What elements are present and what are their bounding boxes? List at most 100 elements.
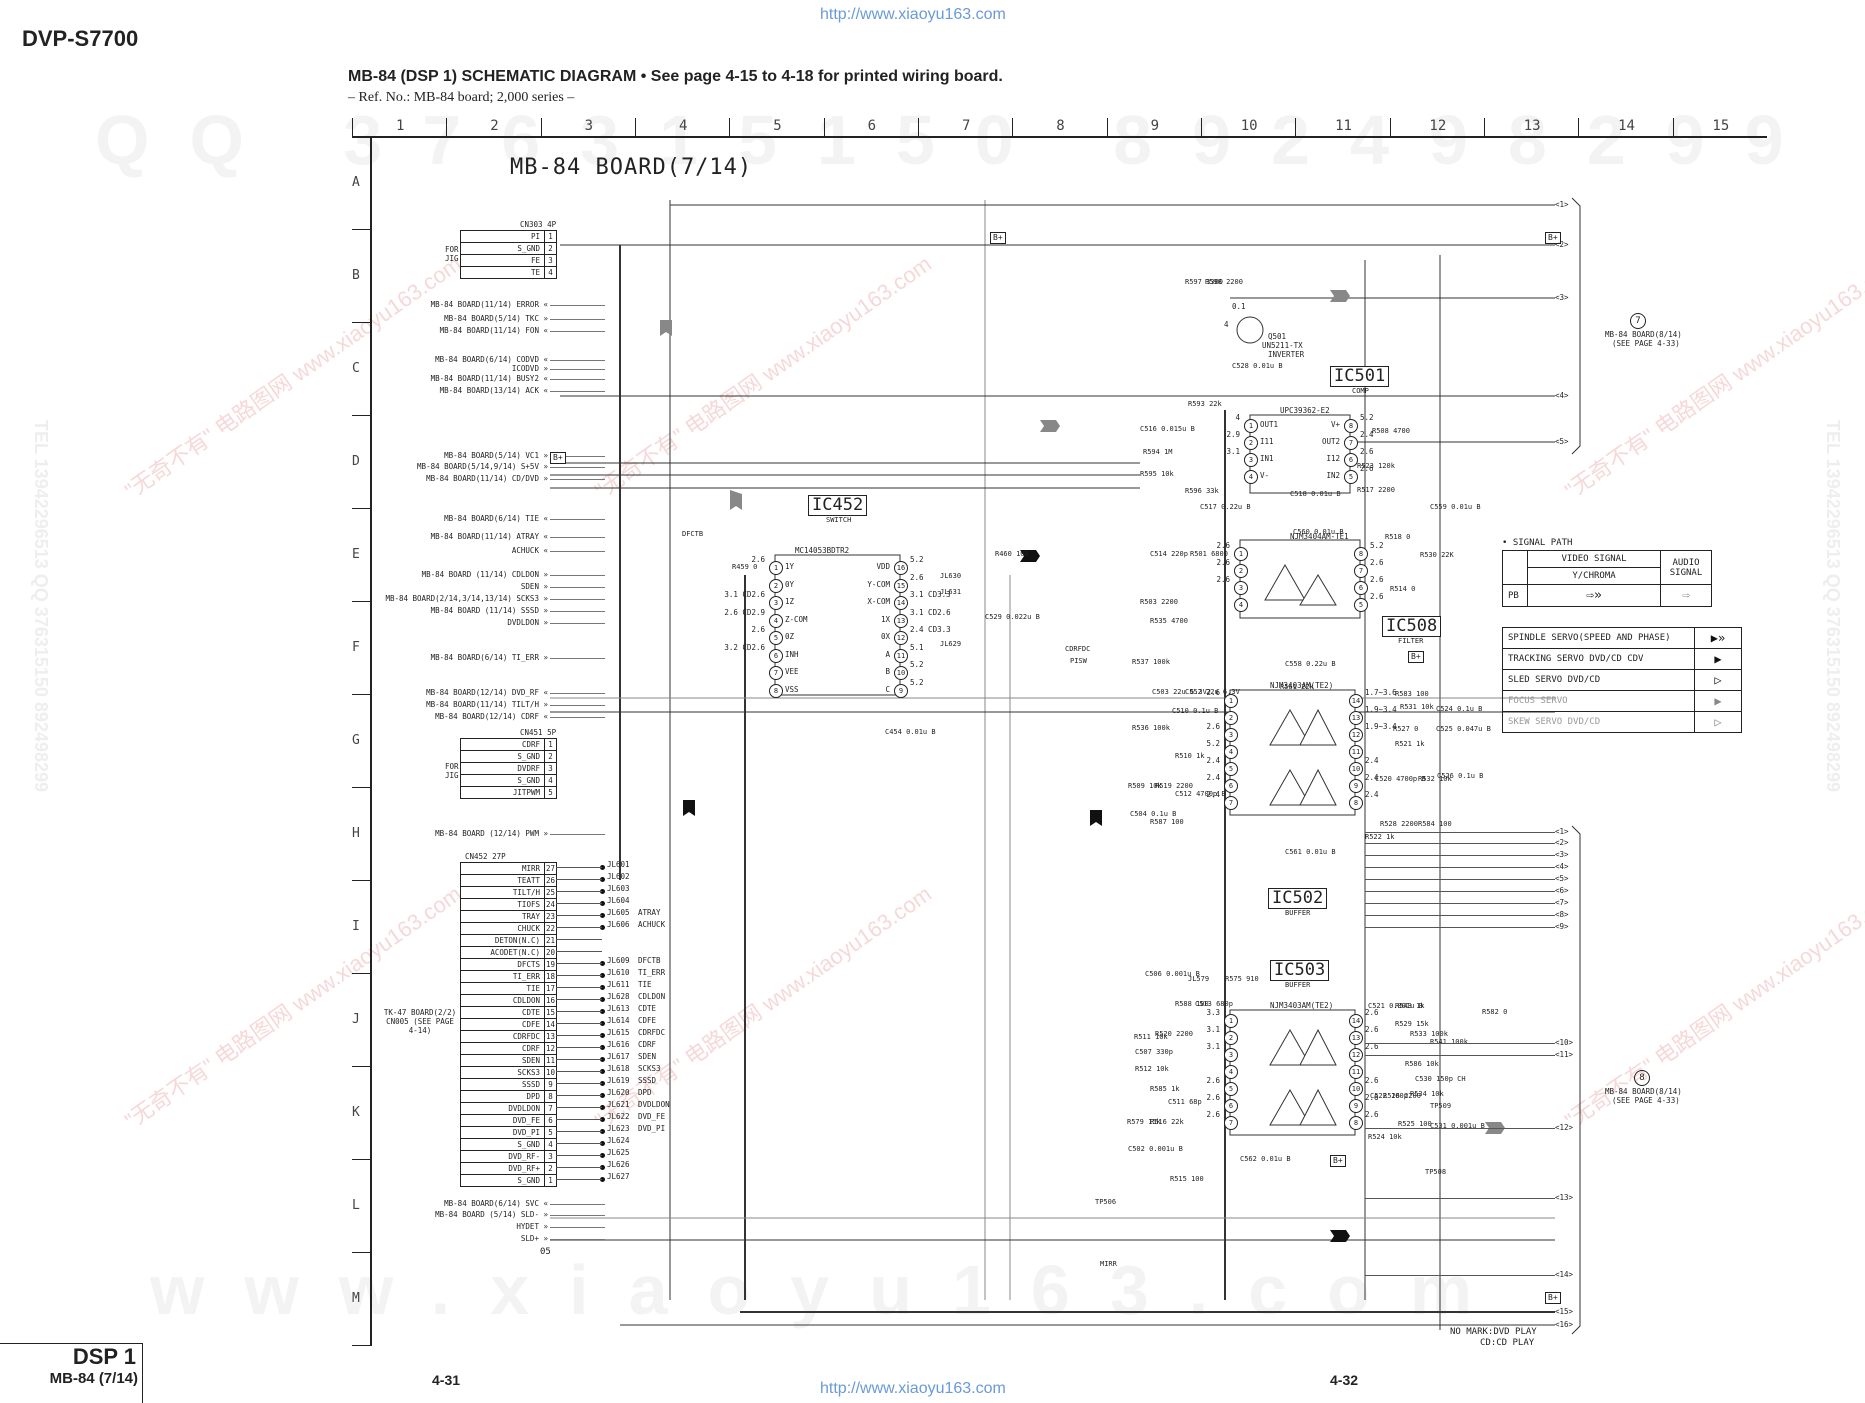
left-signal-row: MB-84 BOARD (12/14) PWM » bbox=[435, 829, 548, 838]
pin-wire bbox=[556, 1047, 602, 1048]
jumper-label: JL606 bbox=[607, 920, 630, 929]
ic-pin-voltage: 5.2 bbox=[910, 677, 924, 687]
servo-arrow-icon: ▶ bbox=[1694, 648, 1742, 670]
ic-pin-voltage: 5.2 bbox=[1360, 413, 1374, 422]
ic-pin-circle: 16 bbox=[894, 561, 908, 575]
jumper-net-label: CDTE bbox=[638, 1004, 657, 1013]
signal-name: CDLDON bbox=[511, 570, 539, 579]
pin-wire bbox=[556, 867, 602, 868]
url-bottom[interactable]: http://www.xiaoyu163.com bbox=[820, 1380, 1006, 1397]
jumper-net-label: TIE bbox=[638, 980, 652, 989]
component-label: C507 330p bbox=[1135, 1048, 1173, 1056]
ic-pin-voltage: 2.4 bbox=[1365, 790, 1379, 799]
group8-marker: 8 bbox=[1634, 1070, 1650, 1086]
ic-pin-voltage: 2.6 bbox=[1206, 1076, 1220, 1085]
component-label: R584 100 bbox=[1418, 820, 1452, 828]
arrow-focus-1 bbox=[1040, 420, 1060, 432]
left-signal-row: MB-84 BOARD(5/14) TKC » bbox=[444, 314, 548, 323]
component-label: C512 4700p B bbox=[1175, 790, 1226, 798]
component-label: C530 150p CH bbox=[1415, 1075, 1466, 1083]
pin-wire bbox=[556, 1095, 602, 1096]
signal-wire bbox=[550, 456, 605, 457]
port-tag: <14> bbox=[1555, 1270, 1574, 1279]
port-tag: <15> bbox=[1555, 1307, 1574, 1316]
grid-column-label: 1 bbox=[352, 118, 447, 136]
jumper-dot bbox=[600, 1045, 605, 1050]
pin-wire bbox=[556, 1011, 602, 1012]
port-tag: <5> bbox=[1555, 874, 1569, 883]
output-arrow-icon: » bbox=[538, 462, 548, 471]
servo-legend-row: SLED SERVO DVD/CD▷ bbox=[1502, 669, 1742, 691]
ic501-label: IC501 bbox=[1330, 366, 1390, 387]
ic-pin-circle: 4 bbox=[769, 613, 783, 628]
connector-pin-name: DVDRF bbox=[517, 764, 540, 773]
ic-pin-circle: 11 bbox=[1349, 745, 1363, 759]
signal-board-ref: MB-84 BOARD(11/14) bbox=[439, 326, 526, 335]
left-signal-row: MB-84 BOARD (11/14) CDLDON » bbox=[422, 570, 548, 579]
component-label: R526 2200 bbox=[1383, 1092, 1421, 1100]
connector-pin-number: 5 bbox=[544, 787, 556, 798]
ic-pin-circle: 1 bbox=[1224, 1014, 1238, 1028]
left-signal-row: MB-84 BOARD(6/14) TIE « bbox=[444, 514, 548, 523]
ic508-opamp-b bbox=[1299, 574, 1337, 606]
signal-name: S+5V bbox=[520, 462, 539, 471]
input-arrow-icon: « bbox=[538, 514, 548, 523]
jumper-label: JL610 bbox=[607, 968, 630, 977]
misc-label: 05 bbox=[540, 1247, 551, 1257]
port-wire bbox=[1365, 843, 1555, 844]
port-wire bbox=[1365, 927, 1555, 928]
grid-row-tick bbox=[352, 1159, 370, 1160]
bplus-marker: B+ bbox=[1408, 651, 1424, 663]
ic452-body bbox=[774, 554, 901, 696]
arrow-tracking-2 bbox=[1330, 1230, 1350, 1242]
component-label: R519 2200 bbox=[1155, 782, 1193, 790]
signal-name: CODVD bbox=[516, 355, 539, 364]
ic-pin-circle: 7 bbox=[1354, 564, 1368, 578]
signal-name: TILT/H bbox=[511, 700, 539, 709]
ic-pin-name: I11 bbox=[1260, 437, 1274, 446]
url-top[interactable]: http://www.xiaoyu163.com bbox=[820, 6, 1006, 23]
ic-pin-voltage: 2.4 bbox=[1206, 773, 1220, 782]
component-label: JL579 bbox=[1188, 975, 1210, 983]
group7-marker: 7 bbox=[1630, 313, 1646, 329]
signal-board-ref: MB-84 BOARD(6/14) bbox=[444, 514, 526, 523]
ic503-label: IC503 bbox=[1270, 960, 1330, 981]
jumper-dot bbox=[600, 1177, 605, 1182]
group7-note: (SEE PAGE 4-33) bbox=[1612, 339, 1680, 348]
component-label: C560 0.01u B bbox=[1293, 528, 1344, 536]
connector-pin-name: DPD bbox=[526, 1092, 540, 1101]
port-tag: <3> bbox=[1555, 850, 1569, 859]
connector-pin-name: TEATT bbox=[517, 876, 540, 885]
port-wire bbox=[1365, 915, 1555, 916]
ic-pin-voltage: 3.3 bbox=[1206, 1008, 1220, 1017]
pin-wire bbox=[556, 1131, 602, 1132]
ic-pin-voltage: 1.7~3.6 bbox=[1365, 688, 1397, 697]
ic-pin-name: I12 bbox=[1326, 454, 1340, 463]
component-label: C558 0.22u B bbox=[1285, 660, 1336, 668]
signal-name: ERROR bbox=[516, 300, 539, 309]
connector-pin-name: CDFE bbox=[521, 1020, 540, 1029]
grid-row-label: G bbox=[352, 732, 360, 748]
ic-pin-voltage: 2.6 bbox=[1216, 541, 1230, 550]
component-label: R532 10k bbox=[1418, 775, 1452, 783]
grid-column-label: 6 bbox=[823, 118, 919, 136]
grid-row-label: F bbox=[352, 639, 360, 655]
component-label: DFCTB bbox=[682, 530, 704, 538]
left-signal-row: DVDLDON » bbox=[507, 618, 548, 627]
ic-pin-voltage: 2.6 bbox=[1360, 447, 1374, 456]
legend-video-signal: VIDEO SIGNAL bbox=[1527, 550, 1661, 568]
pin-wire bbox=[556, 927, 602, 928]
component-label: R597 3300 bbox=[1185, 278, 1223, 286]
group7-board: MB-84 BOARD(8/14) bbox=[1605, 330, 1682, 339]
left-signal-row: MB-84 BOARD(11/14) CD/DVD » bbox=[426, 474, 548, 483]
jumper-dot bbox=[600, 1033, 605, 1038]
ic-pin-circle: 3 bbox=[769, 596, 783, 610]
component-label: R595 10k bbox=[1140, 470, 1174, 478]
output-arrow-icon: » bbox=[538, 1234, 548, 1243]
ic-pin-voltage: 2.4 bbox=[1365, 773, 1379, 782]
component-label: C454 0.01u B bbox=[885, 728, 936, 736]
ic-pin-circle: 8 bbox=[1349, 796, 1363, 810]
signal-name: BUSY2 bbox=[516, 374, 539, 383]
